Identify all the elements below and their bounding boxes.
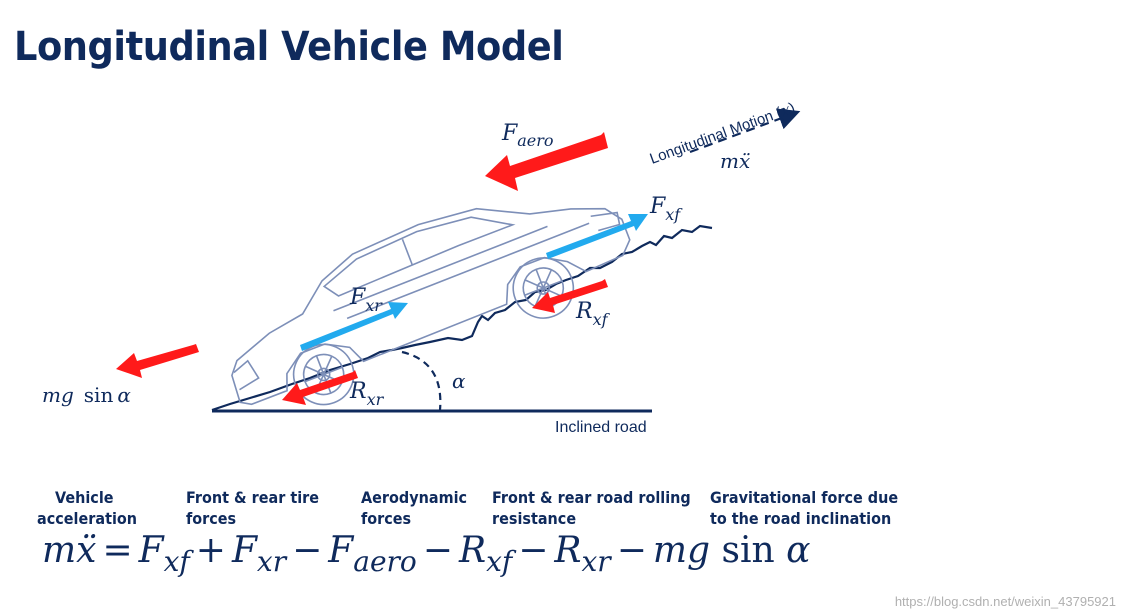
term-aero-forces: Aerodynamic forces (361, 488, 468, 528)
f-xf-label: Fxf (649, 194, 683, 224)
r-xf-label: Rxf (575, 299, 611, 329)
term-gravitational-force: Gravitational force due to the road incl… (710, 488, 899, 528)
f-aero-label: Faero (501, 121, 554, 150)
f-xf-arrow (546, 214, 648, 259)
f-aero-arrow (485, 132, 608, 191)
motion-equation: mẍ=Fxf+Fxr−Faero−Rxf−Rxr−mg sin α (42, 530, 811, 578)
f-xr-label: Fxr (349, 285, 383, 315)
term-rolling-resistance: Front & rear road rolling resistance (492, 488, 691, 528)
watermark: https://blog.csdn.net/weixin_43795921 (894, 594, 1116, 609)
alpha-label: α (452, 369, 466, 393)
f-xr-arrow (300, 302, 408, 351)
alpha-arc (401, 350, 442, 411)
r-xf-arrow (532, 279, 608, 313)
term-vehicle-acceleration: Vehicle acceleration (37, 488, 138, 528)
page-title: Longitudinal Vehicle Model (14, 24, 564, 70)
inclined-road-label: Inclined road (555, 419, 647, 436)
m-xdd-label: mẍ (720, 149, 750, 173)
gravity-arrow (116, 344, 199, 378)
term-tire-forces: Front & rear tire forces (186, 488, 320, 528)
motion-arrow (689, 108, 801, 154)
r-xr-arrow (282, 370, 358, 405)
inclined-terrain (211, 224, 713, 412)
r-xr-label: Rxr (349, 379, 385, 409)
